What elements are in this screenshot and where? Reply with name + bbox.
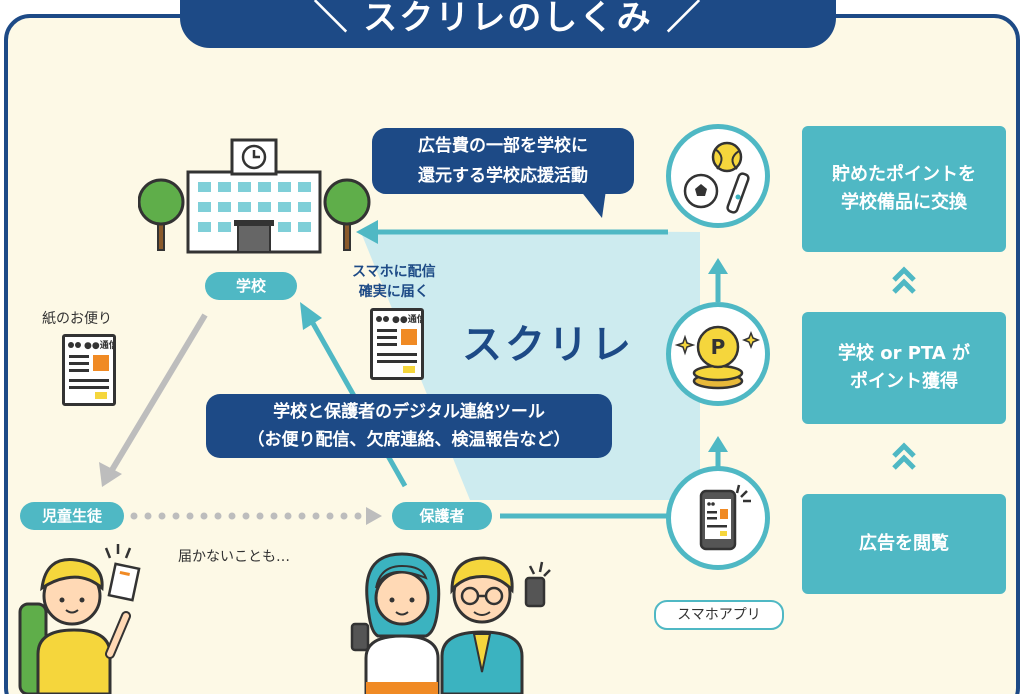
chevron-up-icon	[892, 442, 916, 470]
sports-balls-icon	[683, 141, 743, 209]
ad-to-school-arrowhead	[356, 220, 378, 244]
smartphone-app-label: スマホアプリ	[654, 600, 784, 630]
step-exchange-points: 貯めたポイントを学校備品に交換	[802, 126, 1006, 252]
student-icon	[18, 544, 141, 694]
chevron-up-icon	[892, 266, 916, 294]
coin-to-goods-arrowhead	[708, 258, 728, 274]
school-to-student-arrow	[109, 313, 208, 472]
not-delivered-note: 届かないことも…	[178, 549, 290, 565]
toothbrush-icon	[726, 172, 750, 214]
school-building-icon	[138, 138, 371, 254]
page-title: ＼ スクリレのしくみ ／	[180, 0, 836, 48]
document-icon: ●●通信	[370, 308, 426, 380]
smartphone-app-circle	[666, 466, 770, 570]
service-name: スクリレ	[462, 322, 634, 368]
guardians-illustration	[350, 552, 551, 694]
app-to-coin-arrowhead	[708, 436, 728, 452]
document-icon: ●●通信	[62, 334, 118, 406]
doc-header-text: ●●通信	[392, 313, 421, 325]
digital-tool-callout: 学校と保護者のデジタル連絡ツール （お便り配信、欠席連絡、検温報告など）	[206, 394, 612, 458]
step-view-ads: 広告を閲覧	[802, 494, 1006, 594]
guardian-woman-icon	[350, 552, 441, 694]
paper-letter-label: 紙のお便り	[42, 311, 112, 327]
clock-icon	[241, 144, 267, 170]
school-to-student-arrowhead	[99, 462, 122, 487]
guardian-man-icon	[440, 556, 551, 694]
tree-icon	[323, 178, 371, 251]
smartphone-delivery-note: スマホに配信 確実に届く	[352, 264, 436, 300]
svg-text:P: P	[711, 335, 726, 359]
ad-support-callout: 広告費の一部を学校に 還元する学校応援活動	[372, 128, 634, 194]
callout-tail	[580, 190, 606, 218]
smartphone-icon	[699, 484, 751, 551]
tree-icon	[138, 178, 185, 251]
guardian-label: 保護者	[392, 502, 492, 530]
school-label: 学校	[205, 272, 297, 300]
guardian-to-school-arrowhead	[300, 302, 322, 330]
school-goods-circle	[666, 124, 770, 228]
coin-stack-icon: P	[674, 325, 761, 390]
student-label: 児童生徒	[20, 502, 124, 530]
points-circle: P	[666, 302, 770, 406]
student-to-guardian-dotted-arrow	[130, 507, 382, 525]
step-earn-points: 学校 or PTA がポイント獲得	[802, 312, 1006, 424]
doc-header-text: ●●通信	[84, 339, 113, 351]
